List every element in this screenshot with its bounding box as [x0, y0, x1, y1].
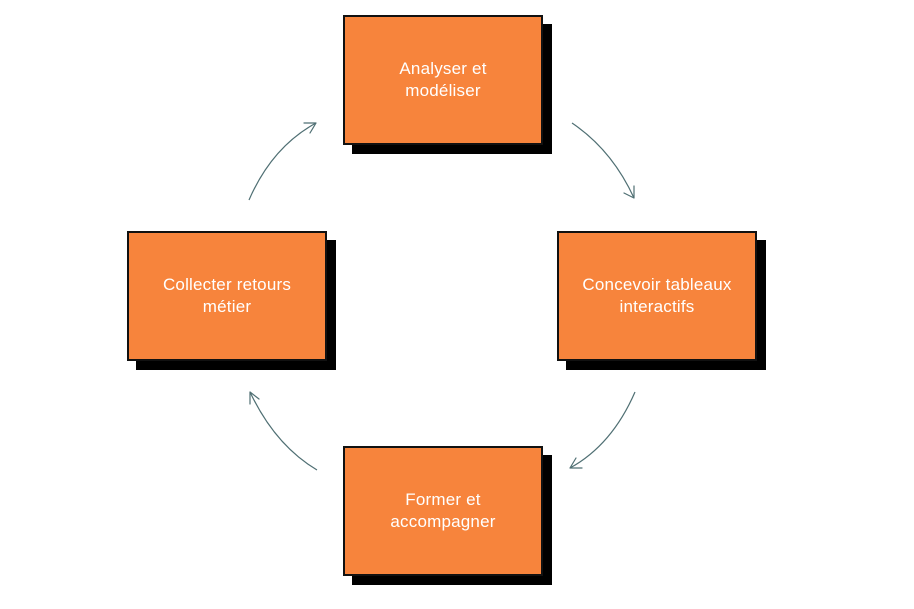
- step-former-accompagner: Former et accompagner: [343, 446, 552, 585]
- arrow-left-to-top-head: [303, 122, 317, 134]
- arrow-top-to-right: [571, 122, 635, 199]
- step-label-former-accompagner: Former et accompagner: [390, 490, 496, 531]
- step-analyser-modeliser: Analyser et modéliser: [343, 15, 552, 154]
- arrow-bottom-to-left-line: [249, 391, 318, 471]
- step-box: Concevoir tableaux interactifs: [557, 231, 757, 361]
- arrow-top-to-right-line: [571, 122, 635, 199]
- arrow-top-to-right-head: [623, 185, 635, 199]
- step-collecter-retours: Collecter retours métier: [127, 231, 336, 370]
- arrow-bottom-to-left: [249, 391, 318, 471]
- step-concevoir-tableaux: Concevoir tableaux interactifs: [557, 231, 766, 370]
- step-label-analyser-modeliser: Analyser et modéliser: [399, 59, 487, 100]
- step-label-collecter-retours: Collecter retours métier: [162, 275, 292, 316]
- step-label-concevoir-tableaux: Concevoir tableaux interactifs: [582, 275, 732, 316]
- arrow-right-to-bottom-line: [569, 391, 636, 469]
- step-box: Former et accompagner: [343, 446, 543, 576]
- arrow-bottom-to-left-head: [249, 391, 260, 405]
- arrow-right-to-bottom-head: [569, 457, 583, 469]
- arrow-left-to-top-line: [248, 122, 317, 201]
- step-box: Collecter retours métier: [127, 231, 327, 361]
- step-box: Analyser et modéliser: [343, 15, 543, 145]
- arrow-right-to-bottom: [569, 391, 636, 469]
- arrow-left-to-top: [248, 122, 317, 201]
